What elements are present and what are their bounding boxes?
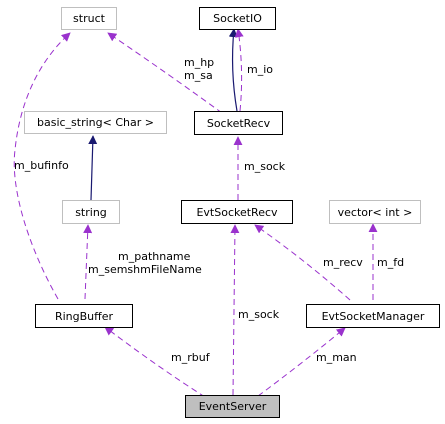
node-socketrecv[interactable]: SocketRecv (194, 111, 283, 135)
node-string[interactable]: string (62, 200, 120, 224)
node-ringbuffer[interactable]: RingBuffer (35, 304, 133, 328)
edge-label-m-recv: m_recv (323, 256, 363, 269)
node-basic-string[interactable]: basic_string< Char > (24, 111, 167, 134)
node-struct[interactable]: struct (61, 7, 117, 30)
edge-label-m-rbuf: m_rbuf (171, 351, 210, 364)
node-socketio[interactable]: SocketIO (199, 7, 276, 30)
edge-label-m-fd: m_fd (377, 256, 405, 269)
node-eventserver[interactable]: EventServer (185, 395, 280, 418)
edge-label-m-man: m_man (316, 351, 357, 364)
edge-socketrecv-socketio-mio (234, 28, 244, 112)
edge-label-m-hp: m_hp (184, 56, 215, 69)
node-evtsocketmanager[interactable]: EvtSocketManager (306, 304, 440, 328)
edge-label-m-io: m_io (247, 63, 274, 76)
edge-label-m-semshmfilename: m_semshmFileName (88, 263, 202, 276)
edge-eventserver-evtsocketrecv (230, 224, 240, 396)
node-evtsocketrecv[interactable]: EvtSocketRecv (181, 200, 293, 224)
edge-eventserver-evtsocketmanager (257, 327, 346, 397)
edge-socketrecv-struct (107, 32, 223, 114)
edge-label-m-sock-bottom: m_sock (238, 308, 280, 321)
edge-label-m-sa: m_sa (184, 69, 213, 82)
edge-ringbuffer-struct (13, 32, 71, 300)
edge-evtsocketmanager-evtsocketrecv (254, 224, 351, 301)
edge-ringbuffer-string (83, 224, 93, 300)
edge-eventserver-ringbuffer (104, 326, 206, 398)
edge-string-basicstring (88, 135, 98, 201)
node-vector-int[interactable]: vector< int > (329, 200, 421, 224)
edge-label-m-bufinfo: m_bufinfo (14, 159, 69, 172)
edge-label-m-pathname: m_pathname (118, 250, 191, 263)
edge-socketrecv-socketio-inherit (228, 28, 238, 112)
edge-label-m-sock-top: m_sock (244, 160, 286, 173)
